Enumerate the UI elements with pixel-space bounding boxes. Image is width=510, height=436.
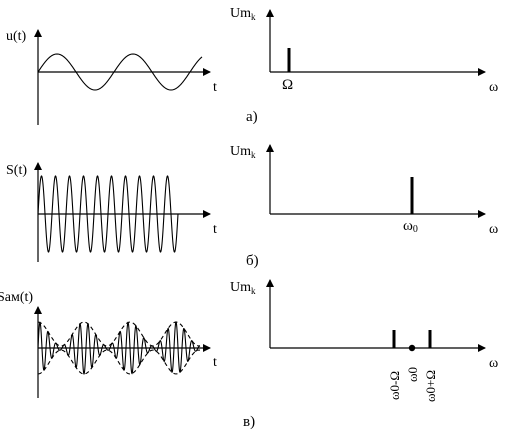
caption-c: в) <box>243 414 255 430</box>
sine-wave-a <box>37 53 203 91</box>
envelope-lower <box>37 349 201 375</box>
time-label-b: S(t) <box>6 163 27 178</box>
time-label-a: u(t) <box>6 29 27 44</box>
spec-label-b: Umk <box>230 144 256 160</box>
t-label-c: t <box>213 355 217 370</box>
line-label-omega: Ω <box>282 77 293 93</box>
spec-label-c: Umk <box>230 280 256 296</box>
t-label-b: t <box>213 222 217 237</box>
t-label-a: t <box>213 80 217 95</box>
spectrum-plot-a: Umk Ω ω <box>230 6 498 95</box>
w-label-c: ω <box>489 356 498 371</box>
spec-label-a: Umk <box>230 6 256 22</box>
caption-b: б) <box>246 253 259 269</box>
spectrum-plot-b: Umk ω0 ω <box>230 144 498 237</box>
w-label-b: ω <box>489 222 498 237</box>
line-label-lower-sideband: ω0-Ω <box>387 371 402 400</box>
carrier-wave-b <box>37 175 179 253</box>
time-plot-c: Sам(t) t <box>0 290 217 398</box>
panel-b: S(t) t Umk ω0 ω б) <box>6 144 498 269</box>
spectrum-plot-c: Umk ω0-Ω ω0 ω0+Ω ω <box>230 279 498 402</box>
panel-a: u(t) t Umk Ω ω а) <box>6 6 498 125</box>
line-label-carrier: ω0 <box>405 367 420 382</box>
caption-a: а) <box>246 109 258 125</box>
panel-c: Sам(t) t Umk ω0-Ω ω0 ω0+Ω ω в) <box>0 279 498 430</box>
envelope-upper <box>37 321 201 347</box>
line-label-upper-sideband: ω0+Ω <box>423 370 438 402</box>
am-wave-c <box>37 321 201 375</box>
carrier-dot <box>408 344 416 352</box>
time-label-c: Sам(t) <box>0 290 33 305</box>
time-plot-a: u(t) t <box>6 29 217 125</box>
line-label-omega0: ω0 <box>403 218 418 235</box>
w-label-a: ω <box>489 80 498 95</box>
time-plot-b: S(t) t <box>6 162 217 262</box>
